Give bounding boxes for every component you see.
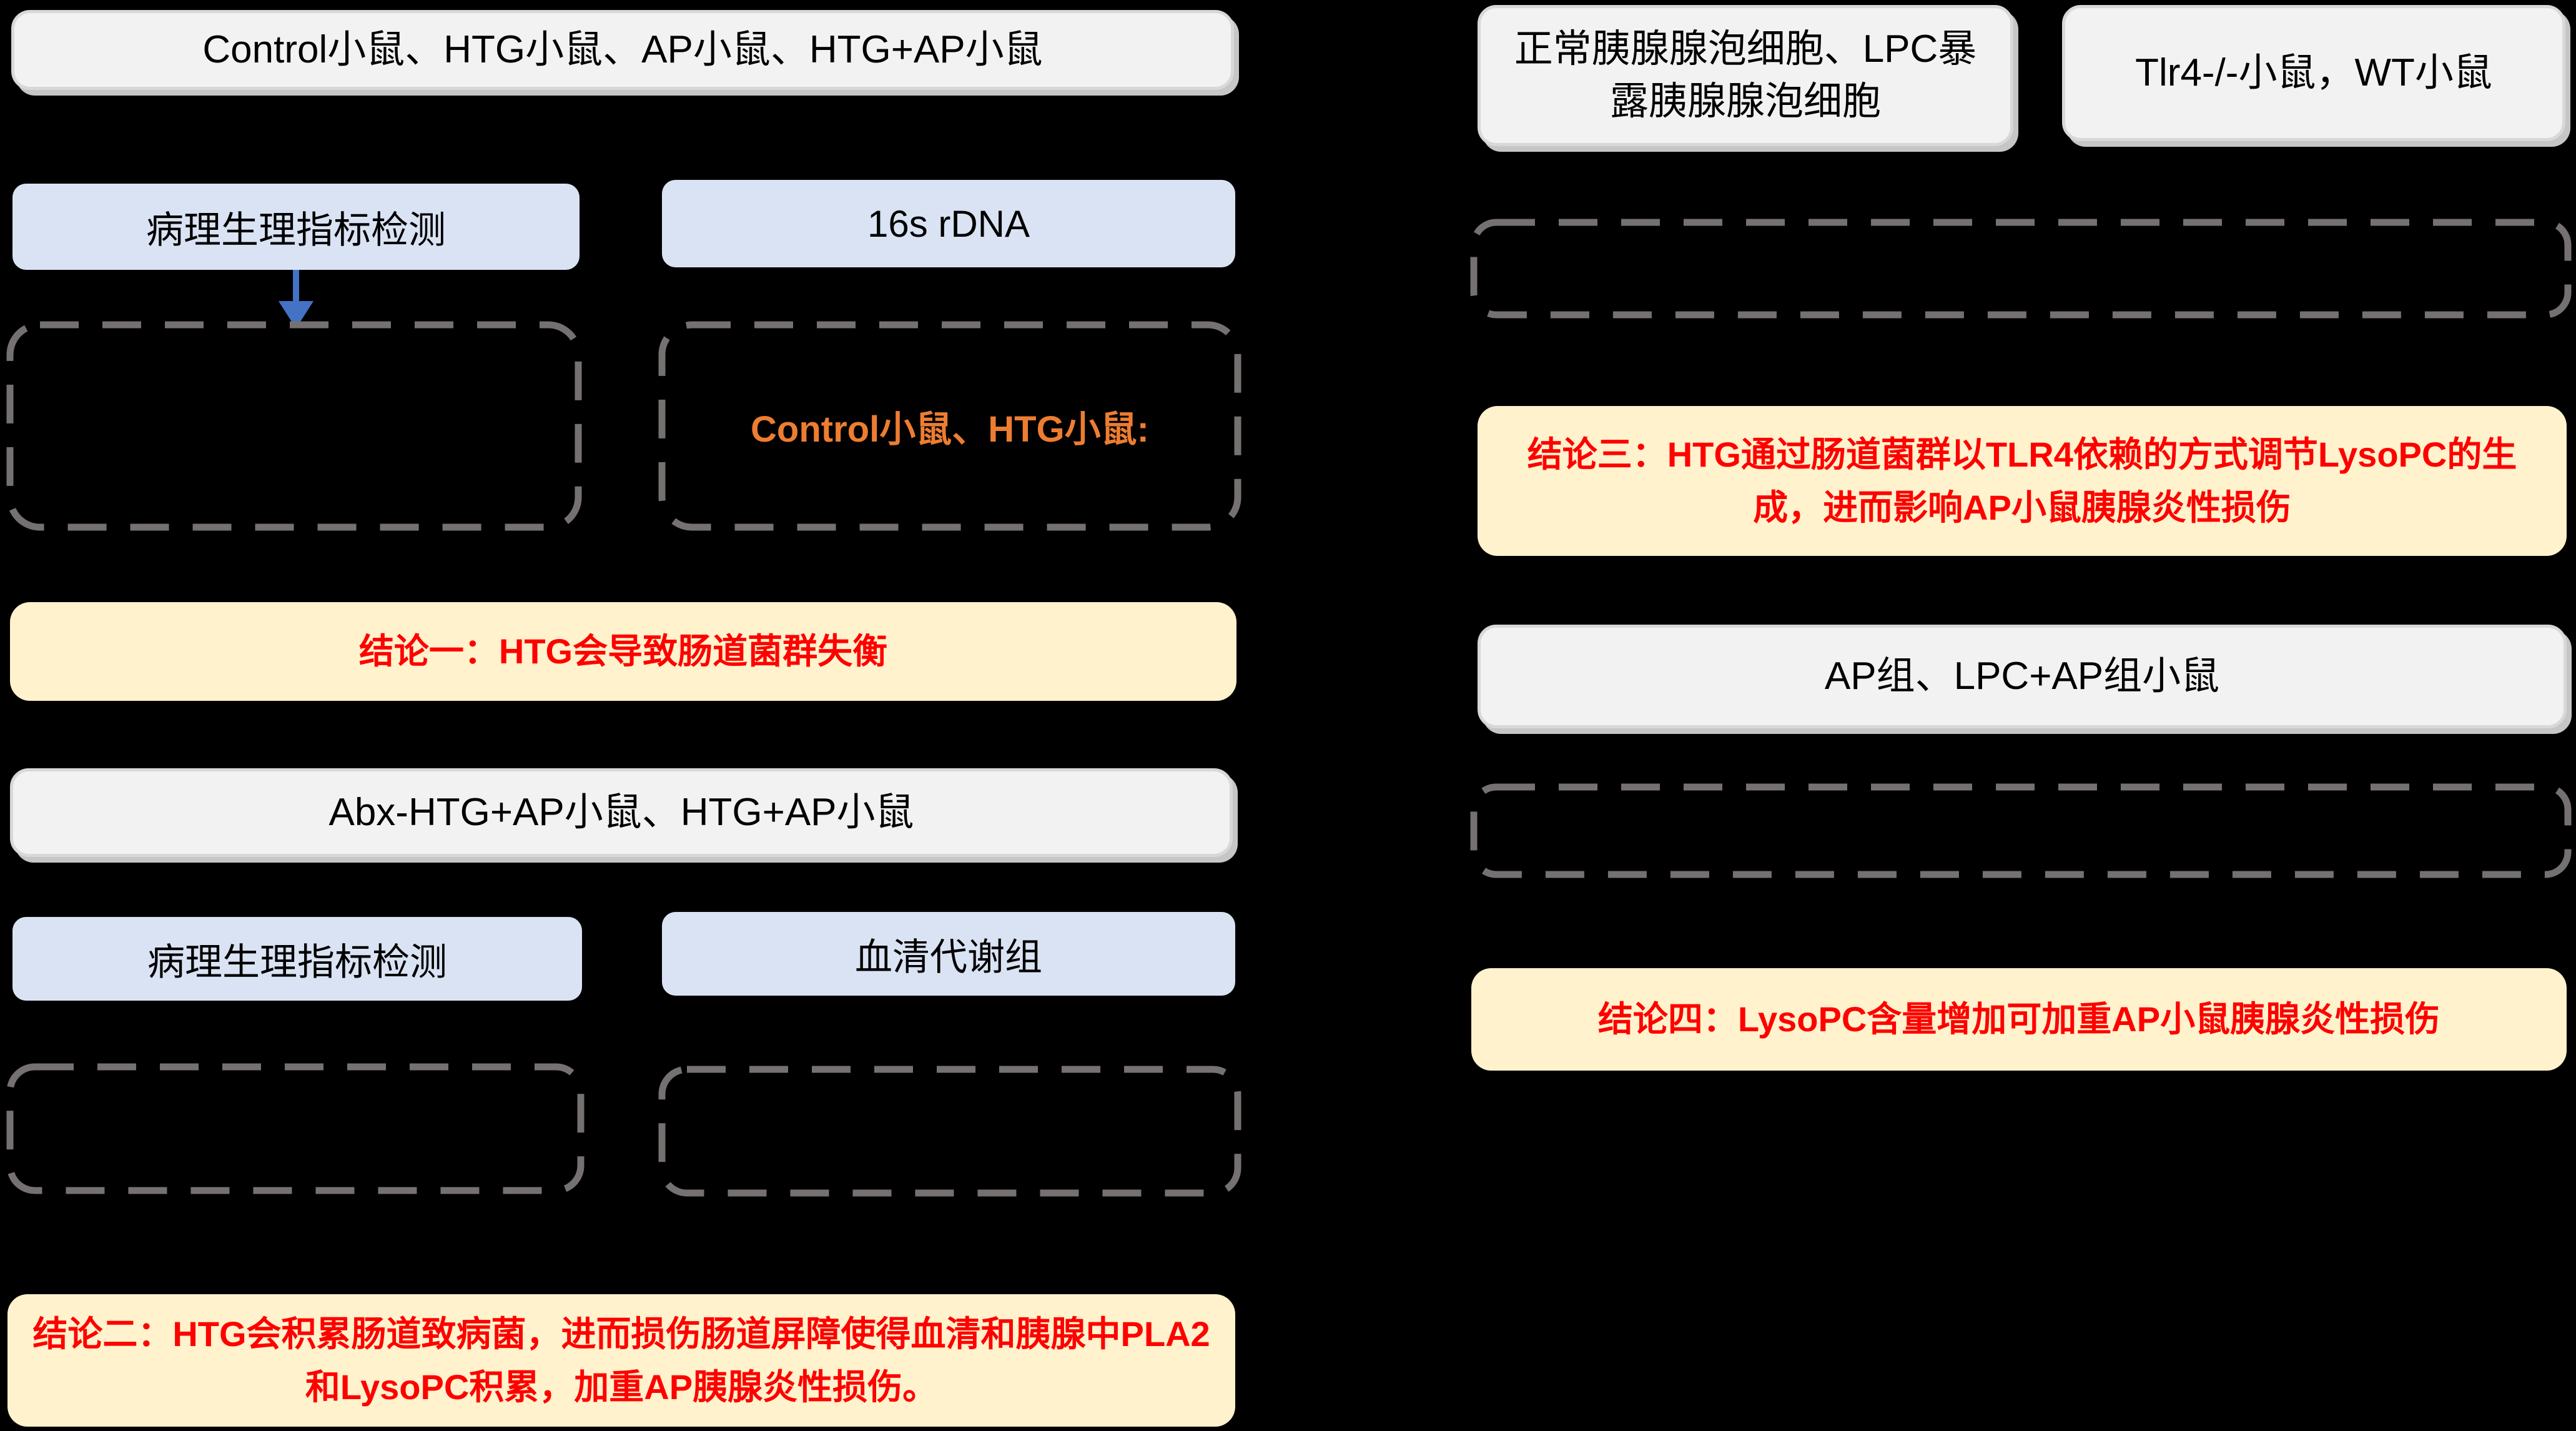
dashed-border — [658, 1066, 1241, 1197]
dashed-result-box-right-1 — [1470, 219, 2572, 319]
dashed-border — [658, 321, 1241, 531]
cohort-box-tlr4-wt-label: Tlr4-/-小鼠，WT小鼠 — [2135, 51, 2492, 95]
dashed-border — [6, 321, 582, 531]
conclusion-3-label: 结论三：HTG通过肠道菌群以TLR4依赖的方式调节LysoPC的生成，进而影响A… — [1527, 434, 2517, 527]
conclusion-box-3: 结论三：HTG通过肠道菌群以TLR4依赖的方式调节LysoPC的生成，进而影响A… — [1478, 406, 2567, 556]
dashed-border — [6, 1063, 585, 1194]
conclusion-2-label: 结论二：HTG会积累肠道致病菌，进而损伤肠道屏障使得血清和胰腺中PLA2和Lys… — [32, 1314, 1210, 1407]
dashed-border — [1470, 783, 2572, 878]
cohort-box-acinar-cells-label: 正常胰腺腺泡细胞、LPC暴露胰腺腺泡细胞 — [1514, 27, 1977, 123]
cohort-box-abx-htg-ap-label: Abx-HTG+AP小鼠、HTG+AP小鼠 — [328, 791, 914, 834]
dashed-result-box-serum-metabolome — [658, 1066, 1241, 1197]
assay-box-serum-metabolome: 血清代谢组 — [662, 912, 1235, 996]
assay-box-pathophys-1: 病理生理指标检测 — [12, 184, 580, 270]
dashed-border — [1470, 219, 2572, 319]
result-highlight-label: Control小鼠、HTG小鼠: — [751, 409, 1149, 450]
cohort-box-ap-lpc: AP组、LPC+AP组小鼠 — [1478, 625, 2567, 728]
cohort-box-control-htg-ap-label: Control小鼠、HTG小鼠、AP小鼠、HTG+AP小鼠 — [202, 28, 1043, 72]
assay-box-serum-metabolome-label: 血清代谢组 — [855, 936, 1042, 978]
dashed-result-box-pathophys-1 — [6, 321, 582, 531]
assay-box-pathophys-2: 病理生理指标检测 — [12, 917, 582, 1001]
dashed-result-box-16s: Control小鼠、HTG小鼠: — [658, 321, 1241, 531]
cohort-box-ap-lpc-label: AP组、LPC+AP组小鼠 — [1824, 655, 2220, 698]
cohort-box-acinar-cells: 正常胰腺腺泡细胞、LPC暴露胰腺腺泡细胞 — [1478, 5, 2013, 146]
cohort-box-abx-htg-ap: Abx-HTG+AP小鼠、HTG+AP小鼠 — [10, 768, 1233, 857]
assay-box-pathophys-1-label: 病理生理指标检测 — [146, 209, 446, 251]
dashed-result-box-pathophys-2 — [6, 1063, 585, 1194]
conclusion-box-4: 结论四：LysoPC含量增加可加重AP小鼠胰腺炎性损伤 — [1471, 968, 2567, 1071]
conclusion-4-label: 结论四：LysoPC含量增加可加重AP小鼠胰腺炎性损伤 — [1597, 999, 2440, 1039]
assay-box-16s-rdna-label: 16s rDNA — [867, 202, 1030, 245]
dashed-result-box-right-2 — [1470, 783, 2572, 878]
cohort-box-tlr4-wt: Tlr4-/-小鼠，WT小鼠 — [2062, 5, 2565, 141]
assay-box-pathophys-2-label: 病理生理指标检测 — [147, 941, 447, 983]
assay-box-16s-rdna: 16s rDNA — [662, 180, 1235, 267]
down-arrow-icon — [279, 270, 313, 329]
conclusion-1-label: 结论一：HTG会导致肠道菌群失衡 — [358, 631, 888, 671]
conclusion-box-1: 结论一：HTG会导致肠道菌群失衡 — [10, 602, 1236, 701]
conclusion-box-2: 结论二：HTG会积累肠道致病菌，进而损伤肠道屏障使得血清和胰腺中PLA2和Lys… — [7, 1294, 1235, 1427]
cohort-box-control-htg-ap: Control小鼠、HTG小鼠、AP小鼠、HTG+AP小鼠 — [11, 10, 1234, 90]
